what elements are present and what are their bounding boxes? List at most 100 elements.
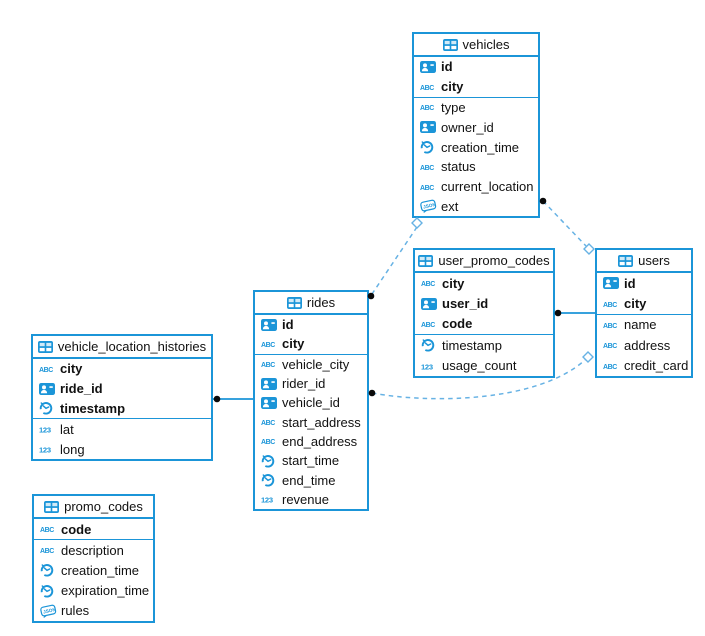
json-icon: JSON: [420, 200, 437, 214]
relationship-vehicles-users[interactable]: [542, 200, 587, 247]
svg-text:ABC: ABC: [421, 322, 435, 329]
number-icon: 123: [261, 496, 273, 505]
string-icon: ABC: [603, 344, 618, 351]
field-row-start_time[interactable]: start_time: [255, 451, 367, 470]
field-row-owner_id[interactable]: owner_id: [414, 117, 538, 137]
field-type-icon-cell: [40, 563, 61, 578]
field-type-icon-cell: [421, 297, 442, 310]
json-icon: JSON: [40, 604, 57, 618]
field-type-icon-cell: ABC: [421, 319, 442, 329]
field-name: creation_time: [441, 139, 520, 155]
field-row-id[interactable]: id: [414, 57, 538, 77]
table-icon: [286, 296, 302, 309]
field-row-vehicle_id[interactable]: vehicle_id: [255, 393, 367, 412]
svg-text:123: 123: [421, 362, 433, 371]
field-name: ext: [441, 198, 459, 214]
field-type-icon-cell: ABC: [261, 436, 282, 447]
field-row-creation_time[interactable]: creation_time: [34, 560, 153, 580]
field-name: description: [61, 542, 124, 558]
field-row-timestamp[interactable]: timestamp: [415, 335, 553, 355]
field-row-id[interactable]: id: [255, 315, 367, 334]
table-icon: [618, 254, 634, 267]
field-row-user_id[interactable]: user_id: [415, 293, 553, 313]
field-row-creation_time[interactable]: creation_time: [414, 137, 538, 157]
field-name: status: [441, 159, 476, 175]
table-header[interactable]: rides: [255, 292, 367, 315]
field-name: city: [441, 79, 464, 95]
relationship-vehicles-rides[interactable]: [371, 226, 418, 295]
field-type-icon-cell: ABC: [603, 340, 624, 351]
field-type-icon-cell: [420, 60, 441, 73]
field-row-ext[interactable]: JSON ext: [414, 197, 538, 217]
string-icon: ABC: [420, 185, 435, 192]
string-icon: ABC: [421, 281, 436, 288]
table-header[interactable]: user_promo_codes: [415, 250, 553, 273]
table-icon: [44, 500, 60, 513]
table-icon: [442, 38, 458, 51]
table-header[interactable]: vehicle_location_histories: [33, 336, 211, 359]
field-name: id: [441, 59, 453, 75]
field-type-icon-cell: [420, 140, 441, 154]
field-type-icon-cell: [261, 396, 282, 409]
field-type-icon-cell: 123: [261, 494, 282, 505]
field-row-rider_id[interactable]: rider_id: [255, 374, 367, 393]
svg-text:ABC: ABC: [40, 527, 54, 534]
relationship-rides-users[interactable]: [371, 359, 586, 400]
string-icon: ABC: [603, 323, 618, 330]
field-name: creation_time: [61, 562, 140, 578]
string-icon: ABC: [40, 527, 55, 534]
string-icon: ABC: [421, 322, 436, 329]
table-header[interactable]: vehicles: [414, 34, 538, 57]
svg-text:ABC: ABC: [261, 440, 275, 447]
svg-text:ABC: ABC: [420, 185, 434, 192]
field-row-ride_id[interactable]: ride_id: [33, 379, 211, 399]
field-row-timestamp[interactable]: timestamp: [33, 399, 211, 419]
field-row-end_time[interactable]: end_time: [255, 470, 367, 489]
table-header[interactable]: users: [597, 250, 691, 273]
table-header[interactable]: promo_codes: [34, 496, 153, 519]
string-icon: ABC: [420, 106, 435, 113]
field-row-expiration_time[interactable]: expiration_time: [34, 581, 153, 601]
field-type-icon-cell: 123: [39, 444, 60, 454]
field-row-id[interactable]: id: [597, 273, 691, 293]
uuid-icon: [261, 318, 277, 331]
field-name: user_id: [442, 296, 489, 312]
field-type-icon-cell: 123: [421, 361, 442, 371]
time-icon: [420, 141, 434, 154]
svg-text:ABC: ABC: [421, 281, 435, 288]
field-type-icon-cell: [39, 401, 60, 416]
